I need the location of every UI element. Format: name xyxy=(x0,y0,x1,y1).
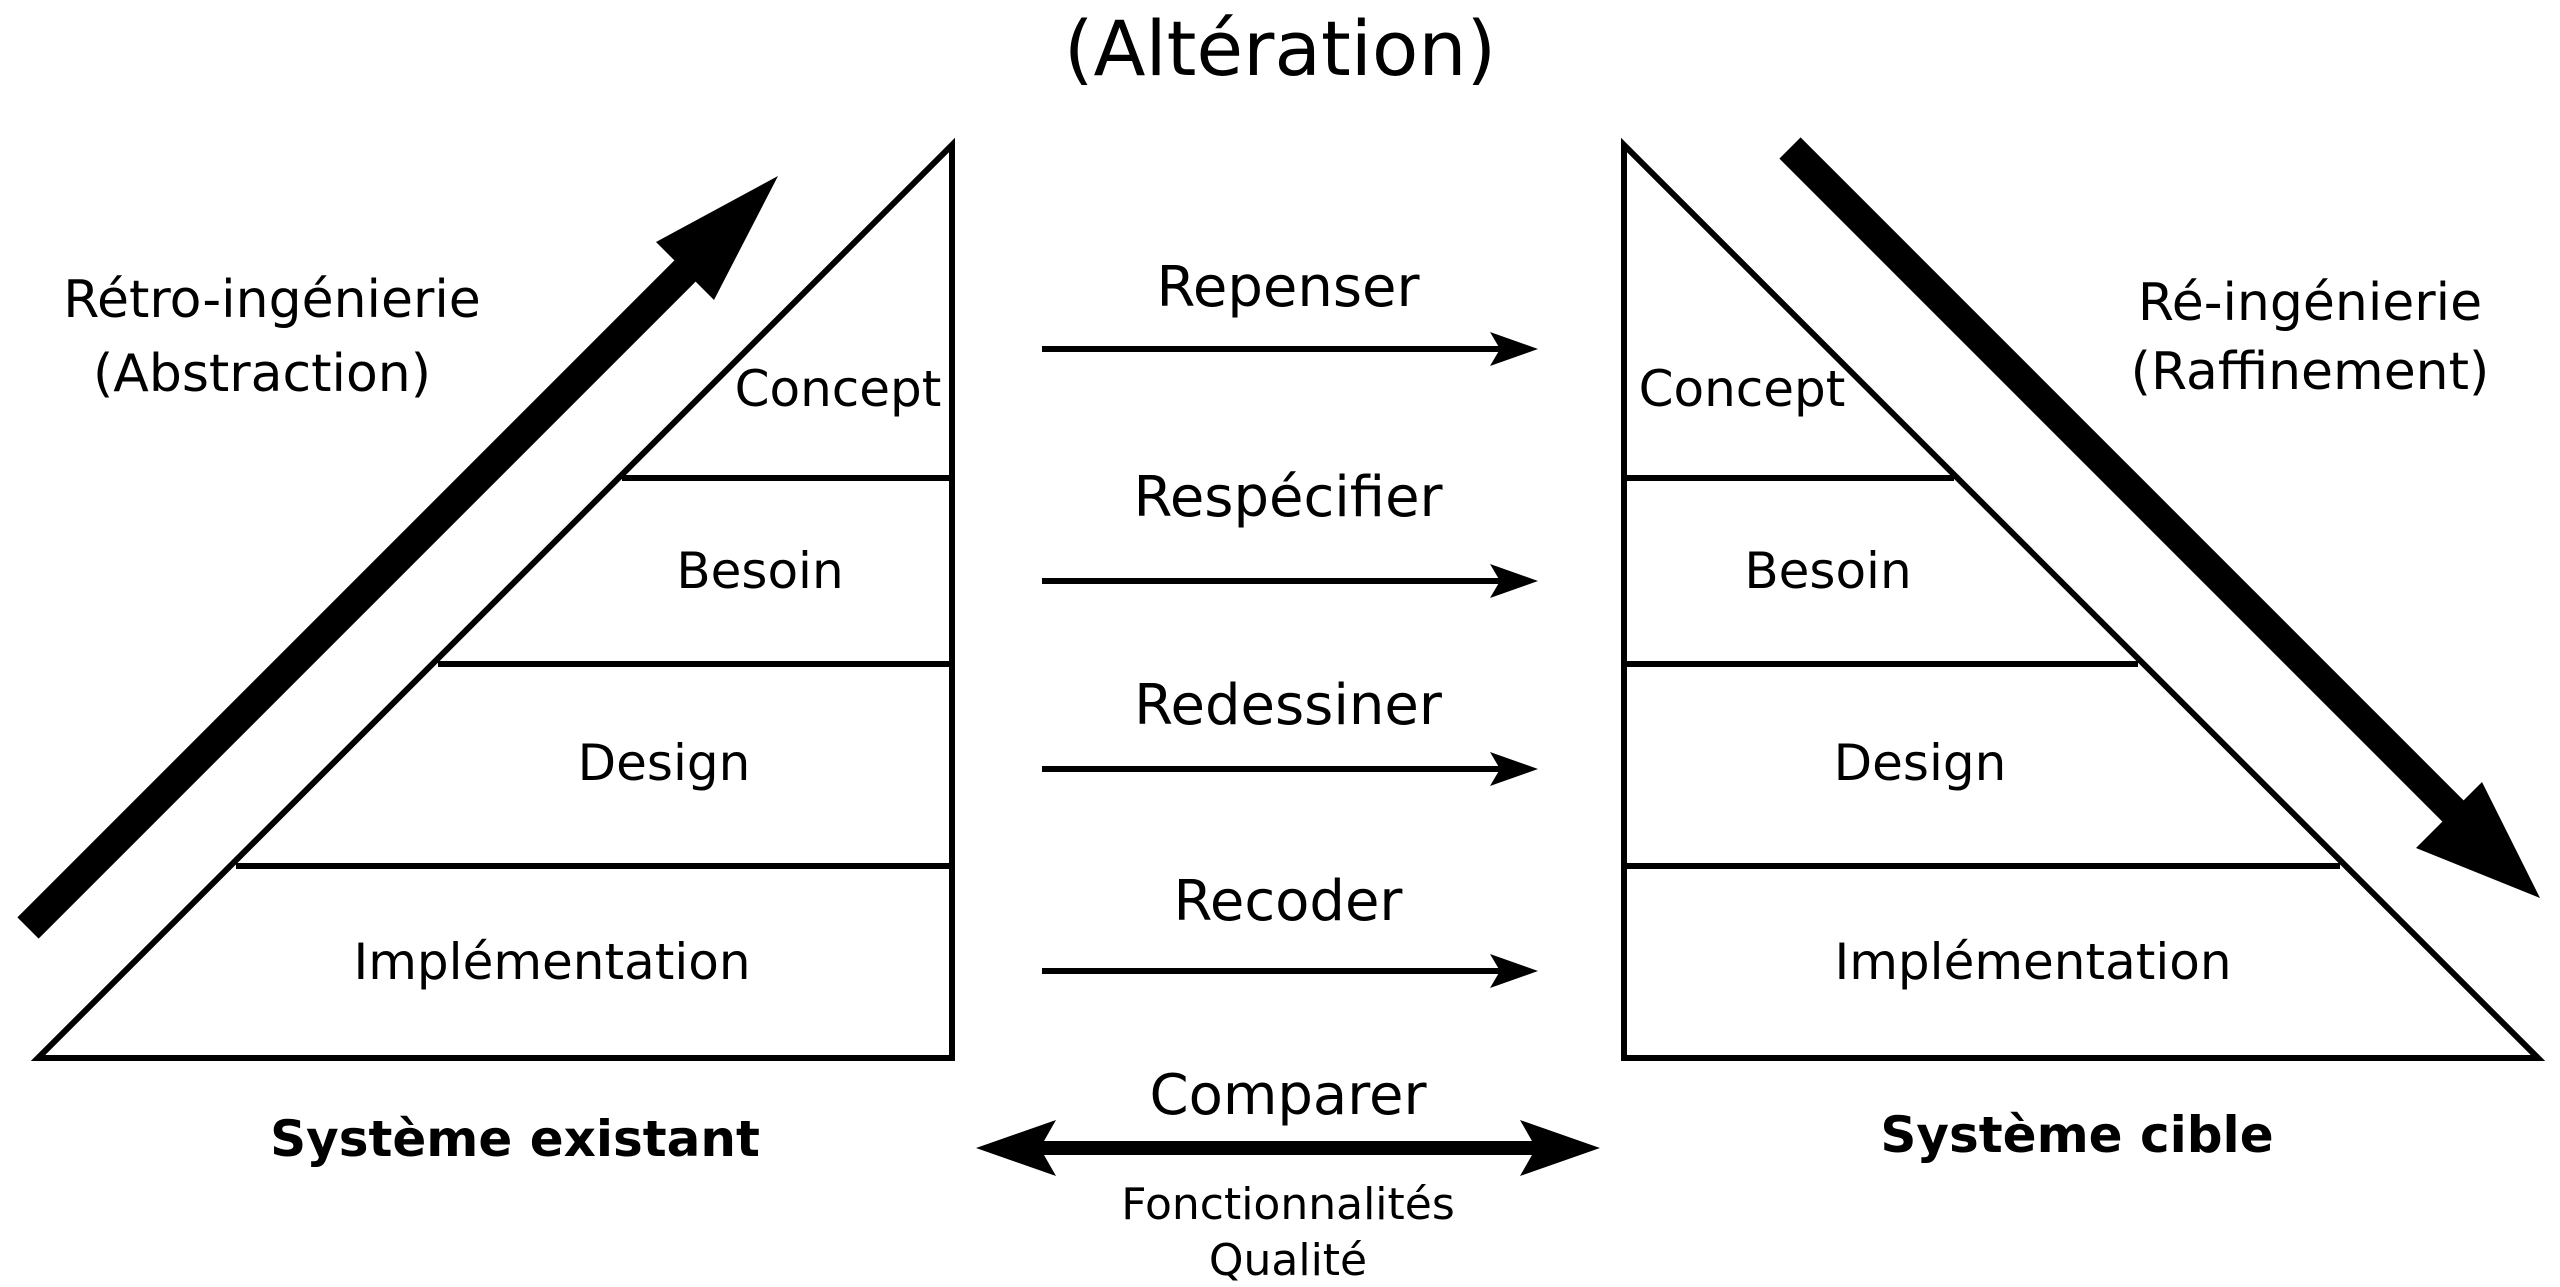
transformation-label: Redessiner xyxy=(1134,673,1443,738)
comparison-arrow-right-head xyxy=(1520,1120,1600,1176)
existing-layer-besoin: Besoin xyxy=(676,542,843,600)
reverse-engineering-arrow-head xyxy=(656,176,778,300)
reverse-engineering-arrow xyxy=(17,176,778,939)
transformation-recoder: Recoder xyxy=(1042,869,1538,988)
reengineering-label: Ré-ingénierie xyxy=(2138,273,2482,333)
target-layer-implementation: Implémentation xyxy=(1834,933,2231,991)
reengineering-sublabel: (Raffinement) xyxy=(2131,342,2490,402)
comparison-criterion-quality: Qualité xyxy=(1209,1235,1367,1286)
comparison-criterion-functionality: Fonctionnalités xyxy=(1121,1179,1455,1230)
transformation-label: Repenser xyxy=(1157,255,1421,320)
comparison-label: Comparer xyxy=(1149,1063,1427,1128)
existing-layer-design: Design xyxy=(578,734,751,792)
transformation-label: Respécifier xyxy=(1133,465,1443,530)
reengineering-arrow-head xyxy=(2416,782,2540,898)
comparison-arrow-left-head xyxy=(976,1120,1056,1176)
reengineering-arrow-shaft xyxy=(1779,137,2471,829)
target-system-label: Système cible xyxy=(1880,1106,2273,1164)
diagram-title: (Altération) xyxy=(1064,4,1496,93)
transformation-arrow-head xyxy=(1490,332,1538,366)
target-layer-besoin: Besoin xyxy=(1744,542,1911,600)
transformation-redessiner: Redessiner xyxy=(1042,673,1538,786)
transformation-arrow-head xyxy=(1490,564,1538,598)
existing-system-outline xyxy=(30,137,955,1061)
comparison-arrow: Comparer Fonctionnalités Qualité xyxy=(976,1063,1600,1286)
target-system-pyramid: Concept Besoin Design Implémentation xyxy=(1621,137,2546,1061)
reverse-engineering-sublabel: (Abstraction) xyxy=(93,344,431,404)
existing-layer-concept: Concept xyxy=(735,360,942,418)
target-system-outline xyxy=(1621,137,2546,1061)
transformation-arrow-head xyxy=(1490,954,1538,988)
target-layer-concept: Concept xyxy=(1639,360,1846,418)
transformation-respecifier: Respécifier xyxy=(1042,465,1538,598)
existing-system-label: Système existant xyxy=(270,1110,760,1168)
transformation-label: Recoder xyxy=(1174,869,1404,934)
transformation-arrow-head xyxy=(1490,752,1538,786)
existing-system-pyramid: Concept Besoin Design Implémentation xyxy=(30,137,955,1061)
reverse-engineering-label: Rétro-ingénierie xyxy=(63,270,481,330)
existing-layer-implementation: Implémentation xyxy=(353,933,750,991)
reverse-engineering-arrow-shaft xyxy=(17,245,711,939)
reengineering-arrow xyxy=(1779,137,2540,898)
target-layer-design: Design xyxy=(1834,734,2007,792)
transformation-repenser: Repenser xyxy=(1042,255,1538,366)
